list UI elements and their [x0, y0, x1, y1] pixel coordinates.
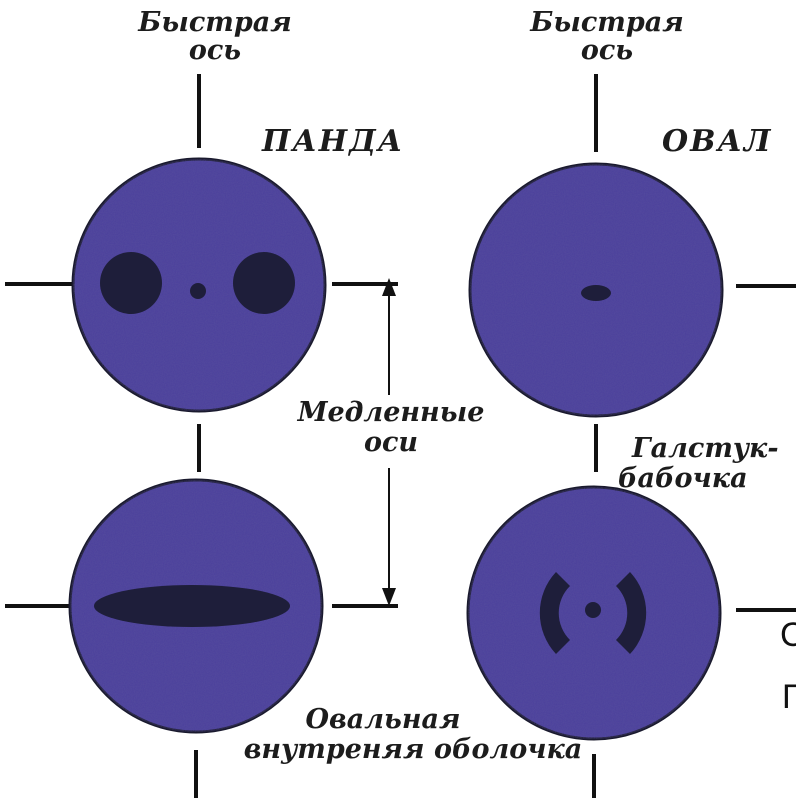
fast-axis-right-line1: Быстрая — [522, 8, 692, 38]
oval-inner-line1: Овальная — [168, 705, 598, 735]
panda-center-dot — [190, 283, 206, 299]
slow-axes-line1: Медленные — [286, 398, 496, 428]
bowtie-center-dot — [585, 602, 601, 618]
fast-axis-left-line1: Быстрая — [130, 8, 300, 38]
fast-axis-left-line2: ось — [130, 36, 300, 66]
oval-center-ellipse — [581, 285, 611, 301]
panda-title: ПАНДА — [262, 124, 404, 159]
edge-fragment-1: С — [780, 618, 796, 652]
oval-inner-ellipse — [94, 585, 290, 627]
arrow-up-head — [382, 278, 396, 296]
fast-axis-label-left: Быстрая ось — [130, 8, 300, 66]
bowtie-line2: бабочка — [618, 464, 779, 494]
bowtie-line1: Галстук- — [618, 434, 779, 464]
panda-right-lobe — [233, 252, 295, 314]
oval-inner-label: Овальная внутреняя оболочка — [228, 705, 598, 765]
panda-left-lobe — [100, 252, 162, 314]
bowtie-label: Галстук- бабочка — [618, 434, 779, 494]
fast-axis-right-line2: ось — [522, 36, 692, 66]
oval-title: ОВАЛ — [662, 124, 772, 159]
arrow-down-head — [382, 588, 396, 606]
slow-axes-line2: оси — [286, 428, 496, 458]
fast-axis-label-right: Быстрая ось — [522, 8, 692, 66]
slow-axes-label: Медленные оси — [286, 398, 496, 458]
edge-fragment-2: Г — [782, 680, 796, 714]
oval-inner-line2: внутреняя оболочка — [228, 735, 598, 765]
